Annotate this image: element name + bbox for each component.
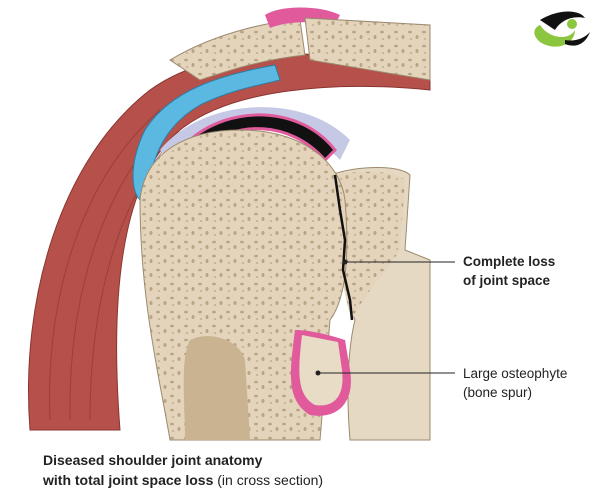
osteophyte-label: Large osteophyte (bone spur) (463, 364, 567, 402)
caption-line2-bold: with total joint space loss (43, 472, 214, 488)
joint-capsule (160, 107, 350, 160)
joint-space-label: Complete loss of joint space (463, 252, 555, 290)
caption-line2-normal: (in cross section) (213, 472, 324, 488)
caption: Diseased shoulder joint anatomy with tot… (43, 450, 323, 490)
osteophyte-label-line1: Large osteophyte (463, 366, 568, 381)
joint-space-label-line1: Complete loss (463, 254, 556, 269)
osteophyte-label-line2: (bone spur) (463, 385, 533, 400)
joint-space-label-line2: of joint space (463, 273, 551, 288)
logo (534, 11, 590, 47)
caption-line1: Diseased shoulder joint anatomy (43, 452, 263, 468)
humeral-marrow (183, 336, 250, 440)
joint-line (333, 174, 354, 321)
caption-line2: with total joint space loss (in cross se… (43, 470, 323, 490)
acromion-bone (169, 7, 431, 81)
